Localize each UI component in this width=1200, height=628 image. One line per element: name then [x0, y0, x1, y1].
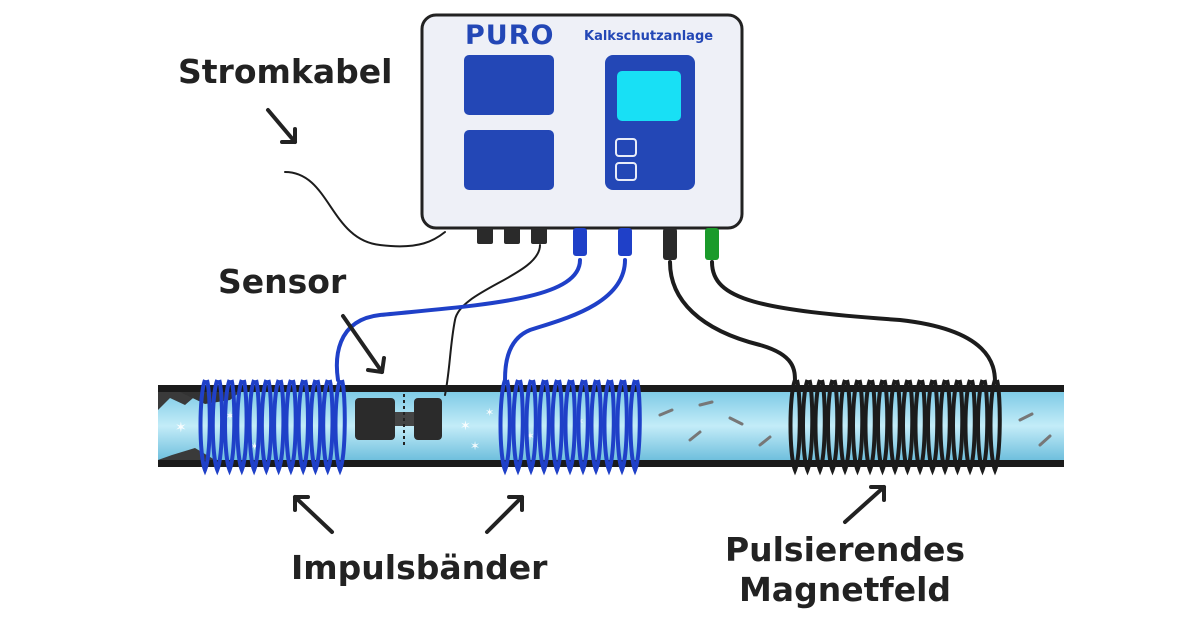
magnetic-field-coil: [788, 379, 1002, 476]
arrow-impulse-left: [293, 495, 334, 534]
coil-winding: [333, 379, 347, 476]
panel-top-left: [464, 55, 554, 115]
arrow-magnetic-field: [843, 485, 886, 524]
coil-winding: [498, 379, 512, 476]
coil-winding: [888, 379, 902, 476]
coil-winding: [838, 379, 852, 476]
coil-winding: [550, 379, 564, 476]
coil-winding: [976, 379, 990, 476]
coil-winding: [602, 379, 616, 476]
black-cable-magnet-right: [710, 260, 997, 384]
device-button-bottom[interactable]: [615, 162, 637, 181]
device-button-top[interactable]: [615, 138, 637, 157]
coil-winding: [615, 379, 629, 476]
coil-winding: [988, 379, 1002, 476]
coil-winding: [876, 379, 890, 476]
coil-winding: [284, 379, 298, 476]
sensor-cable: [444, 244, 541, 396]
coil-winding: [589, 379, 603, 476]
coil-winding: [926, 379, 940, 476]
coil-winding: [951, 379, 965, 476]
coil-winding: [913, 379, 927, 476]
display-screen: [617, 71, 681, 121]
coil-winding: [308, 379, 323, 476]
label-impulse-bands: Impulsbänder: [291, 548, 548, 587]
coil-winding: [210, 379, 225, 476]
svg-text:✶: ✶: [525, 429, 535, 443]
coil-winding: [863, 379, 877, 476]
arrows: [266, 108, 886, 534]
svg-text:✶: ✶: [460, 418, 471, 433]
blue-cable-right: [503, 258, 627, 382]
panel-bottom-left: [464, 130, 554, 190]
coil-winding: [851, 379, 865, 476]
device-subtitle: Kalkschutzanlage: [584, 29, 714, 44]
blue-cable-left: [334, 258, 582, 382]
coil-winding: [628, 379, 642, 476]
coil-winding: [813, 379, 827, 476]
coil-winding: [524, 379, 538, 476]
svg-text:✶: ✶: [225, 409, 235, 423]
control-unit: [420, 13, 744, 230]
black-cable-magnet-left: [668, 260, 797, 384]
arrow-impulse-right: [485, 495, 524, 534]
coil-winding: [938, 379, 952, 476]
label-pulsing-line1: Pulsierendes: [724, 530, 966, 569]
label-pulsing-magnetic-field: Pulsierendes Magnetfeld: [720, 530, 970, 610]
coil-winding: [296, 379, 310, 476]
svg-text:✶: ✶: [250, 441, 259, 453]
coil-winding: [223, 379, 237, 476]
coil-winding: [801, 379, 815, 476]
coil-winding: [901, 379, 915, 476]
coil-winding: [537, 379, 551, 476]
coil-winding: [198, 379, 212, 476]
svg-text:✶: ✶: [470, 439, 480, 453]
coil-winding: [259, 379, 274, 476]
coil-winding: [788, 379, 802, 476]
impulse-band-coil-right: [498, 379, 642, 476]
coil-winding: [272, 379, 286, 476]
cables: [284, 171, 997, 396]
coil-winding: [235, 379, 249, 476]
arrow-power-cable: [266, 108, 297, 144]
label-sensor: Sensor: [218, 262, 347, 301]
connectors: [477, 228, 719, 260]
coil-winding: [321, 379, 335, 476]
coil-winding: [576, 379, 590, 476]
impulse-band-coil-left: [198, 379, 347, 476]
svg-text:✶: ✶: [175, 419, 187, 435]
coil-winding: [963, 379, 977, 476]
coil-winding: [563, 379, 577, 476]
coil-winding: [247, 379, 261, 476]
label-power-cable: Stromkabel: [178, 52, 393, 91]
svg-text:✶: ✶: [485, 407, 494, 419]
coil-winding: [511, 379, 525, 476]
arrow-sensor: [341, 314, 386, 374]
power-cable: [284, 171, 446, 248]
label-pulsing-line2: Magnetfeld: [738, 570, 952, 609]
coil-winding: [826, 379, 840, 476]
sensor: [355, 394, 442, 446]
brand-logo: PURO: [465, 20, 555, 51]
